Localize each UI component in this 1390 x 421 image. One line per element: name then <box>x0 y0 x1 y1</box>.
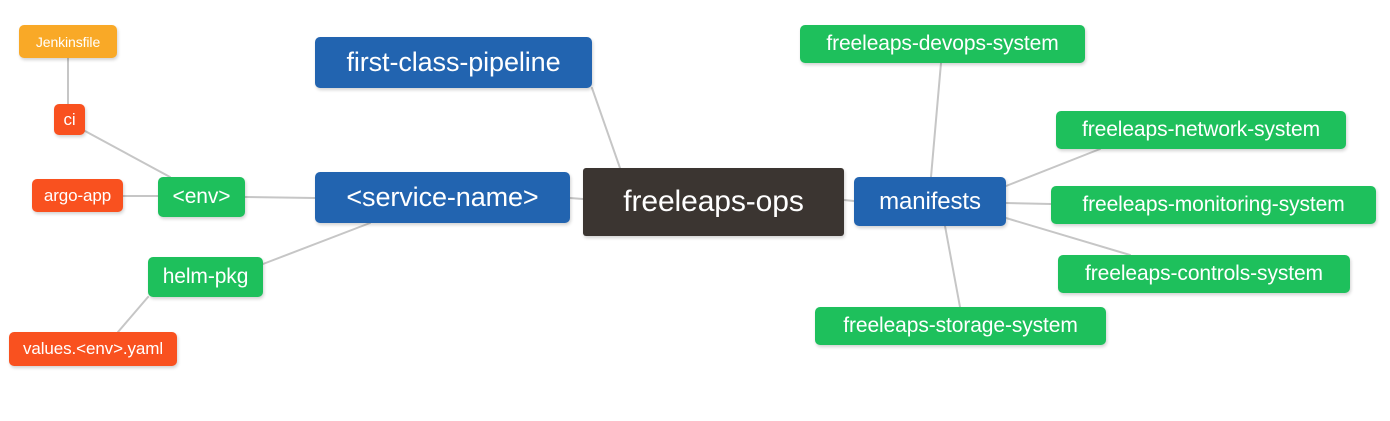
node-label: argo-app <box>43 185 112 205</box>
node-first-class-pipeline[interactable]: first-class-pipeline <box>315 37 592 88</box>
node-label: freeleaps-storage-system <box>843 314 1078 337</box>
edge-root-pipeline <box>591 87 621 169</box>
node-argo-app[interactable]: argo-app <box>32 179 123 212</box>
node-freeleaps-network-system[interactable]: freeleaps-network-system <box>1056 111 1346 149</box>
node-freeleaps-devops-system[interactable]: freeleaps-devops-system <box>800 25 1085 63</box>
node-label: freeleaps-monitoring-system <box>1082 193 1345 216</box>
node-service-name[interactable]: <service-name> <box>315 172 570 223</box>
node-label: <service-name> <box>346 182 539 212</box>
node-helm-pkg[interactable]: helm-pkg <box>148 257 263 297</box>
node-label: freeleaps-devops-system <box>826 32 1059 55</box>
node-freeleaps-ops[interactable]: freeleaps-ops <box>583 168 844 236</box>
edge-helm-values <box>117 296 149 333</box>
node-label: freeleaps-controls-system <box>1085 262 1323 285</box>
edge-manifests-devops <box>930 62 942 178</box>
edge-manifests-monitoring <box>1005 202 1052 205</box>
node-label: values.<env>.yaml <box>22 339 164 358</box>
node-label: <env> <box>172 185 231 208</box>
node-freeleaps-controls-system[interactable]: freeleaps-controls-system <box>1058 255 1350 293</box>
node-label: Jenkinsfile <box>35 33 101 50</box>
node-label: first-class-pipeline <box>346 47 561 77</box>
node-label: helm-pkg <box>162 265 249 288</box>
node-freeleaps-storage-system[interactable]: freeleaps-storage-system <box>815 307 1106 345</box>
edge-manifests-network <box>1005 148 1101 187</box>
node-manifests[interactable]: manifests <box>854 177 1006 226</box>
edge-manifests-storage <box>944 225 961 308</box>
edge-env-ci <box>84 130 171 178</box>
edge-root-manifests <box>843 199 855 202</box>
edge-root-service <box>569 197 584 200</box>
node-label: freeleaps-ops <box>623 185 804 218</box>
node-freeleaps-monitoring-system[interactable]: freeleaps-monitoring-system <box>1051 186 1376 224</box>
node-values-env-yaml[interactable]: values.<env>.yaml <box>9 332 177 366</box>
node-ci[interactable]: ci <box>54 104 85 135</box>
node-env[interactable]: <env> <box>158 177 245 217</box>
edge-service-helm <box>262 222 371 265</box>
node-label: ci <box>63 109 76 129</box>
node-jenkinsfile[interactable]: Jenkinsfile <box>19 25 117 58</box>
node-label: freeleaps-network-system <box>1081 118 1320 141</box>
edge-service-env <box>244 196 316 199</box>
node-label: manifests <box>879 187 981 215</box>
